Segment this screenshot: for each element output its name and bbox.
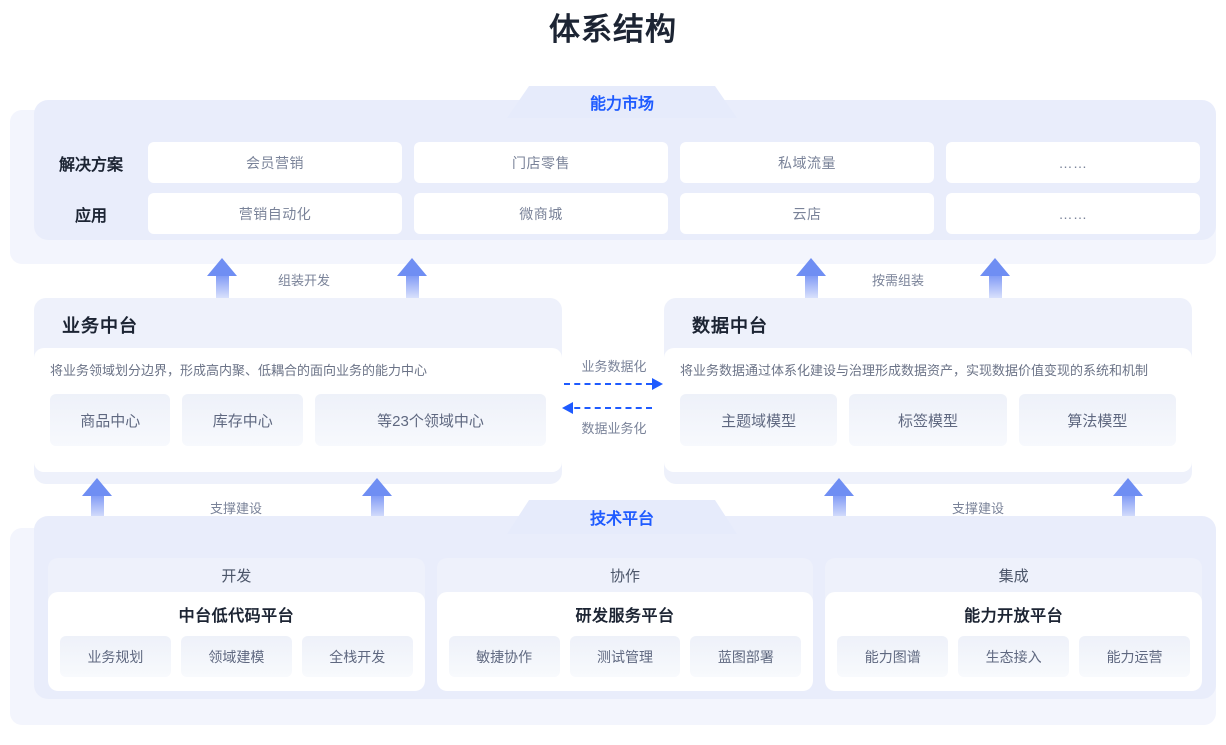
market-row-applications: 应用 营销自动化 微商城 云店 …… <box>34 193 1200 234</box>
business-platform-desc: 将业务领域划分边界，形成高内聚、低耦合的面向业务的能力中心 <box>50 363 428 378</box>
market-row-label-solutions: 解决方案 <box>58 156 123 174</box>
arrow-shaft <box>989 274 1002 302</box>
tech-column-body: 能力开放平台 能力图谱 生态接入 能力运营 <box>825 592 1203 691</box>
platform-connector: 业务数据化 数据业务化 <box>562 356 666 440</box>
arrow-up-support-build-2 <box>362 478 392 522</box>
data-chip[interactable]: 标签模型 <box>849 394 1007 446</box>
arrow-label-support-build-right: 支撑建设 <box>952 501 1005 516</box>
arrow-up-assembly-dev-right <box>397 258 427 302</box>
connector-label-business-to-data: 业务数据化 <box>581 359 647 374</box>
data-platform-title: 数据中台 <box>692 316 768 336</box>
market-cell[interactable]: 营销自动化 <box>148 193 402 234</box>
business-chip[interactable]: 等23个领域中心 <box>314 394 546 446</box>
tech-chip[interactable]: 能力运营 <box>1079 636 1191 677</box>
arrow-up-support-build-4 <box>1113 478 1143 522</box>
tech-column-title: 研发服务平台 <box>575 608 675 625</box>
market-cell[interactable]: 私域流量 <box>680 142 934 183</box>
data-chip[interactable]: 主题域模型 <box>680 394 838 446</box>
arrow-shaft <box>1122 494 1135 522</box>
tech-column-title: 能力开放平台 <box>964 608 1064 625</box>
arrow-head-icon <box>397 258 427 276</box>
tech-chip[interactable]: 能力图谱 <box>837 636 949 677</box>
arrow-head-right-icon <box>652 378 663 390</box>
business-chip[interactable]: 库存中心 <box>182 394 303 446</box>
tech-chip[interactable]: 敏捷协作 <box>448 636 560 677</box>
arrow-shaft <box>371 494 384 522</box>
data-chip[interactable]: 算法模型 <box>1018 394 1176 446</box>
tech-column-head: 协作 <box>610 567 641 585</box>
arrow-up-on-demand-left <box>796 258 826 302</box>
business-chip-row: 商品中心 库存中心 等23个领域中心 <box>50 394 546 446</box>
market-cell[interactable]: …… <box>946 193 1200 234</box>
arrow-head-icon <box>1113 478 1143 496</box>
tech-column-integration: 集成 能力开放平台 能力图谱 生态接入 能力运营 <box>825 558 1203 691</box>
capability-market-section: 能力市场 解决方案 会员营销 门店零售 私域流量 …… 应用 营销自动化 微商城… <box>10 86 1216 264</box>
tech-column-body: 研发服务平台 敏捷协作 测试管理 蓝图部署 <box>436 592 814 691</box>
market-cells-applications: 营销自动化 微商城 云店 …… <box>148 193 1200 234</box>
business-chip[interactable]: 商品中心 <box>50 394 171 446</box>
market-cell[interactable]: 会员营销 <box>148 142 402 183</box>
page-title: 体系结构 <box>549 12 677 47</box>
data-platform-card: 将业务数据通过体系化建设与治理形成数据资产，实现数据价值变现的系统和机制 主题域… <box>664 348 1192 472</box>
data-chip-row: 主题域模型 标签模型 算法模型 <box>680 394 1176 446</box>
market-cell[interactable]: 门店零售 <box>414 142 668 183</box>
arrow-head-icon <box>207 258 237 276</box>
tech-column-development: 开发 中台低代码平台 业务规划 领域建模 全栈开发 <box>48 558 425 691</box>
market-row-label-applications: 应用 <box>74 207 107 225</box>
arrow-head-icon <box>796 258 826 276</box>
arrow-head-icon <box>362 478 392 496</box>
tech-chip[interactable]: 全栈开发 <box>301 636 413 677</box>
arrow-shaft <box>216 274 229 302</box>
middle-platforms-section: 业务中台 将业务领域划分边界，形成高内聚、低耦合的面向业务的能力中心 商品中心 … <box>34 298 1192 484</box>
arrow-head-icon <box>82 478 112 496</box>
tech-column-head: 开发 <box>221 567 252 585</box>
market-row-solutions: 解决方案 会员营销 门店零售 私域流量 …… <box>34 142 1200 183</box>
dashed-line-left <box>564 407 652 409</box>
connector-label-data-to-business: 数据业务化 <box>581 421 647 436</box>
market-cells-solutions: 会员营销 门店零售 私域流量 …… <box>148 142 1200 183</box>
tech-chip[interactable]: 测试管理 <box>569 636 681 677</box>
arrow-up-on-demand-right <box>980 258 1010 302</box>
business-middle-platform: 业务中台 将业务领域划分边界，形成高内聚、低耦合的面向业务的能力中心 商品中心 … <box>34 298 562 484</box>
market-cell[interactable]: …… <box>946 142 1200 183</box>
arrow-up-support-build-3 <box>824 478 854 522</box>
arrow-head-icon <box>824 478 854 496</box>
data-platform-desc: 将业务数据通过体系化建设与治理形成数据资产，实现数据价值变现的系统和机制 <box>680 363 1149 378</box>
business-platform-card: 将业务领域划分边界，形成高内聚、低耦合的面向业务的能力中心 商品中心 库存中心 … <box>34 348 562 472</box>
arrow-label-on-demand-assembly: 按需组装 <box>872 273 925 288</box>
arrow-up-support-build-1 <box>82 478 112 522</box>
tech-chip-row: 业务规划 领域建模 全栈开发 <box>60 636 413 677</box>
tab-capability-market[interactable]: 能力市场 <box>507 86 737 118</box>
tech-column-title: 中台低代码平台 <box>178 608 295 625</box>
tech-column-head: 集成 <box>998 567 1029 585</box>
tech-chip[interactable]: 业务规划 <box>60 636 171 677</box>
arrow-head-icon <box>980 258 1010 276</box>
tech-columns: 开发 中台低代码平台 业务规划 领域建模 全栈开发 协作 研发服务平台 敏捷协作 <box>48 558 1203 691</box>
tech-platform-section: 技术平台 开发 中台低代码平台 业务规划 领域建模 全栈开发 协作 研发服务平台 <box>10 500 1216 725</box>
arrow-up-assembly-dev-left <box>207 258 237 302</box>
dashed-line-right <box>564 383 652 385</box>
data-middle-platform: 数据中台 将业务数据通过体系化建设与治理形成数据资产，实现数据价值变现的系统和机… <box>664 298 1192 484</box>
tab-tech-platform[interactable]: 技术平台 <box>507 500 737 534</box>
market-rows: 解决方案 会员营销 门店零售 私域流量 …… 应用 营销自动化 微商城 云店 …… <box>34 126 1216 250</box>
arrow-shaft <box>406 274 419 302</box>
arrow-head-left-icon <box>562 402 573 414</box>
tech-column-body: 中台低代码平台 业务规划 领域建模 全栈开发 <box>48 592 425 691</box>
tech-chip-row: 能力图谱 生态接入 能力运营 <box>837 636 1191 677</box>
tech-chip-row: 敏捷协作 测试管理 蓝图部署 <box>448 636 802 677</box>
tech-column-collaboration: 协作 研发服务平台 敏捷协作 测试管理 蓝图部署 <box>436 558 814 691</box>
tech-chip[interactable]: 蓝图部署 <box>690 636 802 677</box>
tech-chip[interactable]: 领域建模 <box>180 636 292 677</box>
market-cell[interactable]: 微商城 <box>414 193 668 234</box>
arrow-label-assembly-dev: 组装开发 <box>278 273 331 288</box>
business-platform-title: 业务中台 <box>62 316 138 336</box>
arrow-label-support-build-left: 支撑建设 <box>210 501 263 516</box>
arrow-shaft <box>91 494 104 522</box>
arrow-shaft <box>805 274 818 302</box>
market-cell[interactable]: 云店 <box>680 193 934 234</box>
arrow-shaft <box>833 494 846 522</box>
tech-chip[interactable]: 生态接入 <box>958 636 1070 677</box>
